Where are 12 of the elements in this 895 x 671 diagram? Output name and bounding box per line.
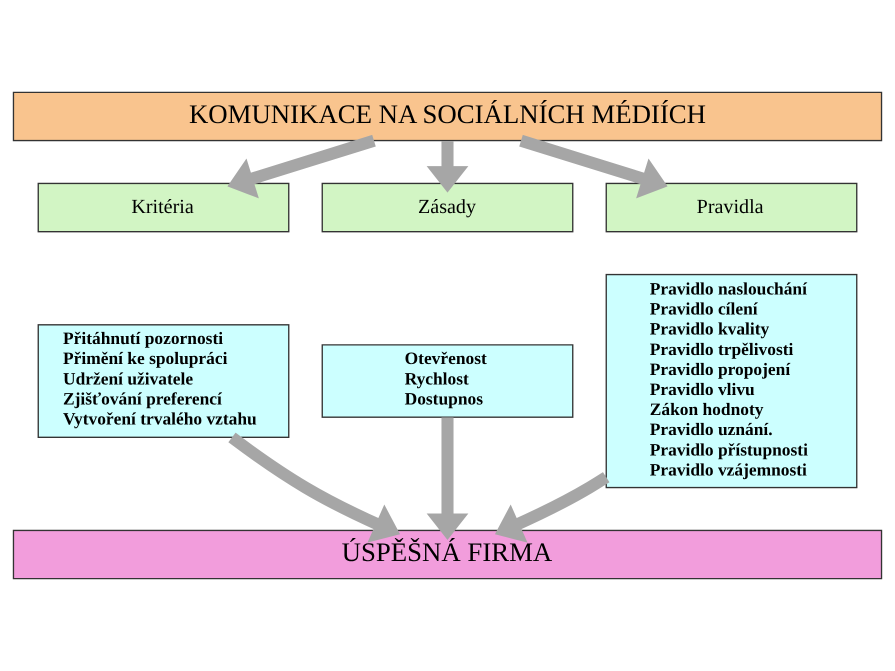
node-box: Zásady <box>322 182 574 232</box>
node-box: KOMUNIKACE NA SOCIÁLNÍCH MÉDIÍCH <box>12 92 882 142</box>
arrow <box>494 472 610 543</box>
arrow <box>426 141 468 193</box>
node-box: Kritéria <box>38 182 290 232</box>
node-box: Pravidla <box>606 182 858 232</box>
node-box: Otevřenost Rychlost Dostupnos <box>322 344 574 418</box>
node-box: Pravidlo naslouchání Pravidlo cílení Pravidlo kvality Pravidlo trpělivosti Pravidlo propojení Pravidlo vlivu Zákon hodnoty Pravidlo uznání. Pravidlo přístupnosti Pravidlo vzájemnosti <box>606 274 858 488</box>
node-box: ÚSPĚŠNÁ FIRMA <box>12 530 882 580</box>
arrow <box>228 432 400 543</box>
node-box: Přitáhnutí pozornosti Přimění ke spolupráci Udržení uživatele Zjišťování preferencí Vytvoření trvalého vztahu <box>38 324 290 438</box>
arrow <box>426 417 468 540</box>
